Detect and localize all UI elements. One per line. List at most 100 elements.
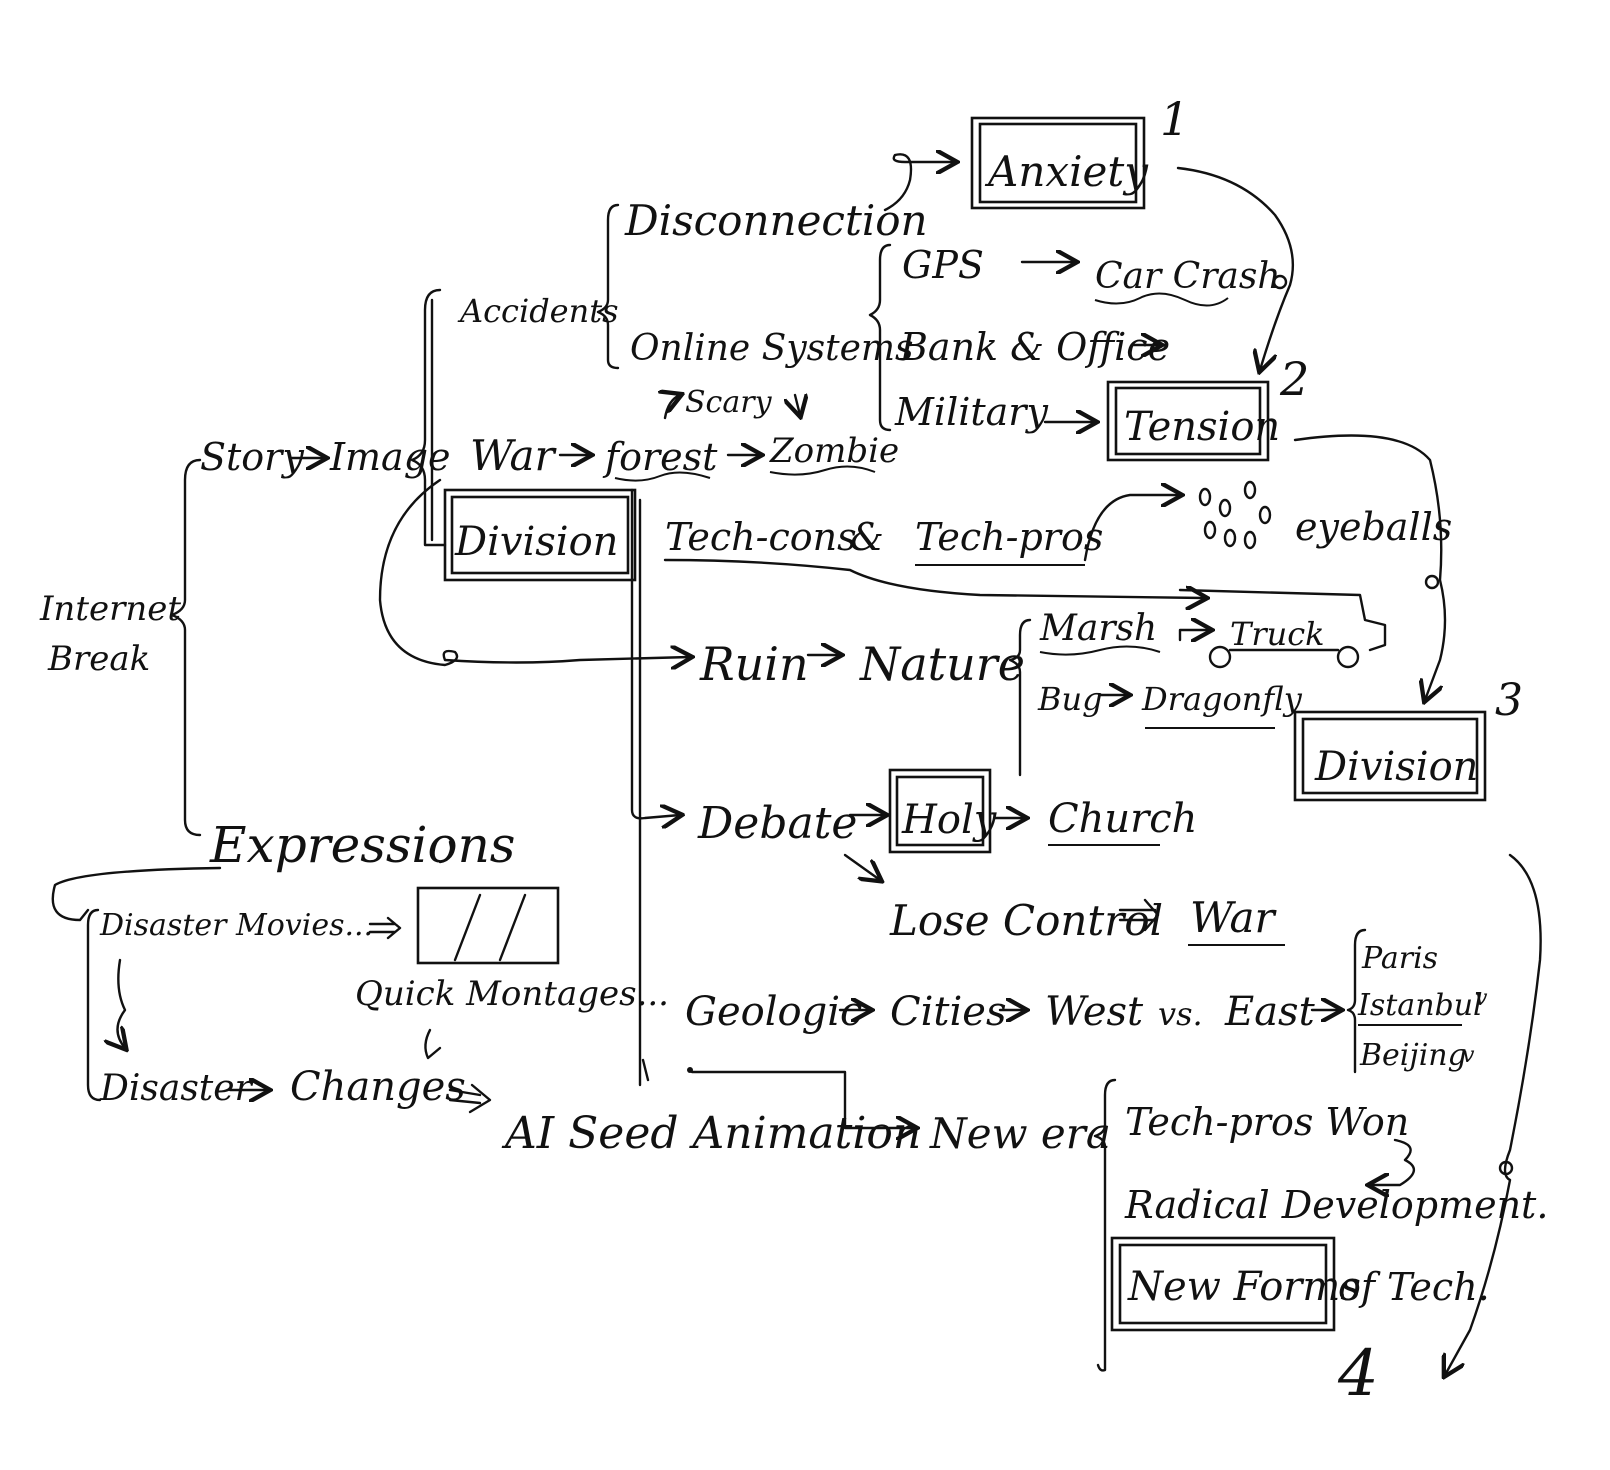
anxiety-to-tension-arrow (1176, 166, 1294, 370)
anxiety-box: Anxiety (970, 116, 1149, 210)
scary-arrow-out (795, 395, 800, 415)
path-node (1272, 274, 1288, 290)
zombie-underline (769, 465, 876, 476)
war2-label: War (1190, 893, 1278, 942)
forest-label: forest (602, 435, 718, 479)
image-to-ruin-arrow (378, 478, 690, 665)
istanbul-label: Istanbul (1357, 988, 1483, 1023)
story-label: Story (200, 435, 304, 479)
expressions-curl (51, 866, 222, 922)
online-systems-label: Online Systems (630, 328, 914, 369)
spine-tick (641, 1058, 650, 1082)
division-to-new-forms-arrow (1445, 853, 1542, 1375)
gps-label: GPS (902, 243, 984, 287)
quick-montages-label: Quick Montages... (355, 974, 669, 1014)
implies-arrow (1118, 898, 1160, 932)
tech-pros-to-eyeballs-arrow (1083, 495, 1180, 562)
marsh-underline (1039, 645, 1161, 656)
tension-number: 2 (1279, 352, 1309, 406)
division-right-box: Division (1293, 710, 1487, 802)
new-era-label: New era (929, 1109, 1111, 1158)
church-label: Church (1048, 796, 1197, 842)
tension-label: Tension (1124, 404, 1280, 450)
tech-pros-label: Tech-pros (915, 515, 1103, 559)
film-frame-icon (416, 886, 560, 965)
bank-office-label: Bank & Office (899, 325, 1170, 369)
scary-arrow-in (665, 395, 680, 420)
military-label: Military (894, 390, 1048, 434)
ruin-label: Ruin (699, 637, 809, 691)
accidents-label: Accidents (457, 292, 619, 330)
car-crash-underline (1094, 292, 1229, 307)
beijing-check: v (1462, 1043, 1475, 1068)
holy-box: Holy (888, 768, 998, 854)
anxiety-label: Anxiety (984, 147, 1149, 196)
new-forms-label: New Forms (1127, 1264, 1361, 1310)
tech-pros-won-label: Tech-pros Won (1125, 1100, 1409, 1144)
west-label: West (1045, 989, 1144, 1035)
division-left-box: Division (443, 488, 637, 582)
cities-label: Cities (890, 989, 1006, 1035)
forest-underline (614, 471, 711, 482)
expressions-tail (438, 840, 453, 864)
tech-cons-label: Tech-cons (665, 515, 857, 559)
truck-label: Truck (1230, 615, 1325, 653)
division-spine (630, 488, 680, 818)
amp-label: & (850, 515, 884, 559)
tech-cons-to-truck-arrow (663, 558, 1205, 598)
online-systems-brace (868, 243, 892, 432)
path-node (1424, 574, 1440, 590)
root-label-line2: Break (47, 639, 150, 679)
division-right-label: Division (1314, 744, 1478, 790)
zombie-label: Zombie (769, 431, 899, 471)
tech-pros-won-curl (1370, 1138, 1415, 1185)
path-node (1498, 1160, 1514, 1176)
debate-to-lose-control-arrow (843, 853, 880, 880)
image-label: Image (329, 435, 451, 479)
accidents-brace (596, 203, 620, 370)
tension-box: Tension (1106, 380, 1280, 462)
bug-label: Bug (1037, 680, 1103, 718)
disaster-label: Disaster (99, 1068, 254, 1109)
dragonfly-label: Dragonfly (1141, 680, 1303, 718)
disconnection-arrow (883, 154, 955, 212)
marsh-label: Marsh (1039, 608, 1157, 649)
cities-brace (1346, 928, 1367, 1074)
lose-control-label: Lose Control (889, 896, 1163, 945)
disaster-movies-down-arrow (118, 958, 126, 1048)
radical-label: Radical Development. (1124, 1183, 1548, 1227)
istanbul-check: v (1475, 986, 1488, 1011)
spine-to-new-era-arrow (690, 1070, 915, 1128)
car-crash-label: Car Crash (1095, 256, 1281, 297)
disconnection-label: Disconnection (624, 196, 928, 245)
image-brace (410, 288, 447, 547)
nature-label: Nature (859, 637, 1025, 691)
division-left-label: Division (454, 519, 618, 565)
truck-icon (1178, 588, 1387, 669)
quick-montages-down-arrow (424, 1028, 442, 1060)
holy-label: Holy (901, 797, 998, 843)
disaster-movies-label: Disaster Movies... (99, 908, 373, 943)
changes-label: Changes (290, 1064, 466, 1110)
marsh-arrow (1178, 630, 1210, 640)
root-brace (170, 458, 202, 837)
vs-label: vs. (1158, 995, 1203, 1033)
changes-arrow (448, 1083, 492, 1114)
eyeballs-label: eyeballs (1295, 505, 1452, 549)
ai-seed-label: AI Seed Animation (501, 1108, 921, 1159)
anxiety-number: 1 (1160, 92, 1189, 146)
east-label: East (1224, 989, 1316, 1035)
new-forms-box: New Forms (1110, 1236, 1361, 1332)
nature-brace (1008, 618, 1032, 777)
beijing-label: Beijing (1359, 1038, 1467, 1073)
new-forms-suffix: of Tech. (1338, 1265, 1490, 1309)
paris-label: Paris (1361, 941, 1438, 976)
expressions-label: Expressions (209, 816, 515, 874)
scary-label: Scary (685, 385, 773, 420)
debate-label: Debate (697, 798, 857, 849)
war-label: War (470, 431, 558, 480)
new-era-brace (1093, 1078, 1117, 1372)
expressions-brace (86, 908, 102, 1102)
disaster-movies-arrow (368, 916, 402, 940)
